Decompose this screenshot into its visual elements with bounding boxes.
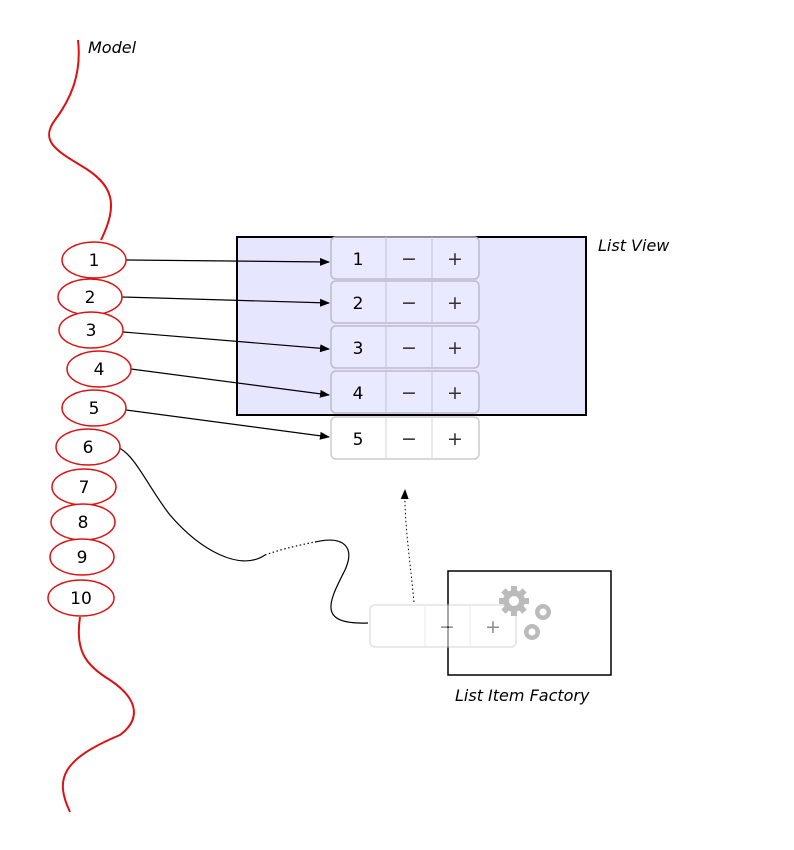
factory-row-plus: + [485, 616, 501, 638]
list-row: 2 − + [330, 280, 480, 324]
model-item: 10 [47, 579, 115, 617]
list-row-frame [330, 416, 480, 460]
model-item: 5 [61, 389, 127, 427]
factory-row: − + [369, 604, 517, 648]
list-row-plus-button[interactable]: + [447, 292, 463, 314]
list-row-label: 3 [353, 339, 364, 359]
list-row: 1 − + [330, 236, 480, 280]
list-row-minus-button[interactable]: − [401, 382, 417, 404]
model-item: 6 [55, 428, 121, 466]
model-item-label: 4 [94, 360, 105, 380]
item6-to-factory-curve-dotted [264, 541, 316, 556]
item6-to-factory-curve-end [314, 539, 369, 624]
model-item-label: 6 [83, 438, 94, 458]
mapping-arrows [121, 257, 330, 440]
factory-row-minus: − [439, 616, 455, 638]
item6-to-factory-curve [118, 447, 266, 562]
model-item-ellipse [55, 428, 121, 466]
model-item-label: 9 [77, 548, 88, 568]
mapping-arrow [121, 296, 330, 307]
model-item-label: 7 [79, 478, 90, 498]
model-curve-top [48, 39, 113, 241]
model-nodes: 1 2 3 4 5 6 7 8 9 10 [47, 241, 132, 617]
model-item: 1 [61, 241, 127, 279]
model-item-label: 10 [70, 589, 92, 609]
list-row-label: 5 [353, 430, 364, 450]
list-row-minus-button[interactable]: − [401, 337, 417, 359]
list-row-minus-button[interactable]: − [401, 292, 417, 314]
list-row: 5 − + [330, 416, 480, 460]
list-rows: 1 − +2 − +3 − +4 − +5 − + [330, 236, 480, 460]
factory-to-row-arrow [400, 489, 415, 603]
list-row-plus-button[interactable]: + [447, 382, 463, 404]
list-row-frame [330, 236, 480, 280]
model-item-label: 8 [78, 513, 89, 533]
model-item-ellipse [58, 311, 124, 349]
model-item: 8 [50, 503, 116, 541]
list-row: 3 − + [330, 325, 480, 369]
model-item-ellipse [47, 579, 115, 617]
model-item-ellipse [49, 538, 115, 576]
model-item: 7 [51, 468, 117, 506]
model-item-ellipse [66, 350, 132, 388]
list-row-frame [330, 370, 480, 414]
model-item-label: 2 [85, 288, 96, 308]
mapping-arrow [125, 257, 330, 266]
model-item: 4 [66, 350, 132, 388]
model-item: 3 [58, 311, 124, 349]
gears-icon [499, 586, 551, 640]
model-item-label: 3 [86, 321, 97, 341]
model-item: 2 [57, 278, 123, 316]
mapping-arrow [122, 331, 330, 353]
list-row-frame [330, 280, 480, 324]
list-row-plus-button[interactable]: + [447, 428, 463, 450]
model-item-label: 1 [89, 251, 100, 271]
list-view-label: List View [598, 236, 670, 255]
model-item-ellipse [61, 389, 127, 427]
list-row-plus-button[interactable]: + [447, 248, 463, 270]
model-label: Model [88, 38, 137, 57]
list-row-frame [330, 325, 480, 369]
mapping-arrow [125, 409, 330, 440]
list-row-label: 1 [353, 250, 364, 270]
list-row: 4 − + [330, 370, 480, 414]
mapping-arrow [130, 368, 330, 398]
list-row-plus-button[interactable]: + [447, 337, 463, 359]
factory-label: List Item Factory [455, 686, 590, 705]
list-row-minus-button[interactable]: − [401, 428, 417, 450]
model-curve-bottom [61, 616, 135, 813]
list-row-label: 2 [353, 294, 364, 314]
model-item: 9 [49, 538, 115, 576]
list-row-label: 4 [353, 384, 364, 404]
model-item-label: 5 [89, 399, 100, 419]
model-item-ellipse [61, 241, 127, 279]
list-row-minus-button[interactable]: − [401, 248, 417, 270]
